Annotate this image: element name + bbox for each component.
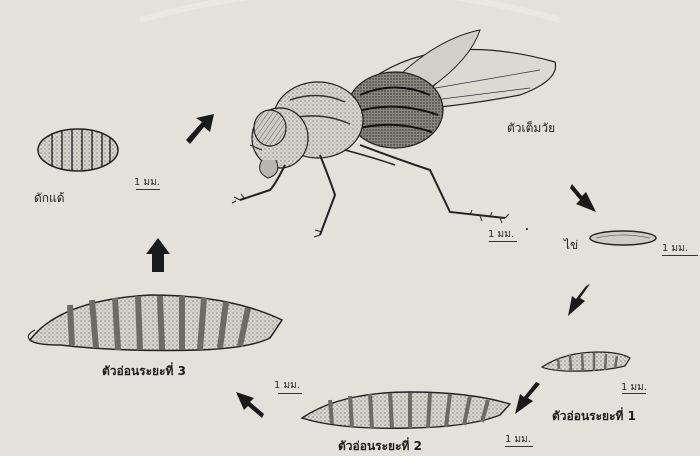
fly-eye — [254, 110, 286, 146]
label-pupa: ดักแด้ — [34, 189, 65, 208]
scale-bar-larva1 — [622, 393, 646, 394]
watermark-arc — [140, 0, 560, 20]
scale-bar-adult — [489, 241, 517, 242]
larva3-illustration — [28, 295, 282, 350]
label-egg: ไข่ — [564, 236, 578, 255]
arrow-larva2-to-larva3 — [236, 392, 264, 418]
scale-adult: 1 มม. — [488, 227, 514, 242]
label-larva3: ตัวอ่อนระยะที่ 3 — [102, 362, 186, 381]
pupa-illustration — [38, 129, 118, 171]
label-larva2: ตัวอ่อนระยะที่ 2 — [338, 437, 422, 456]
fly-leg-hind — [360, 145, 505, 218]
scale-pupa: 1 มม. — [134, 175, 160, 190]
label-adult: ตัวเต็มวัย — [507, 119, 555, 138]
arrow-egg-to-larva1 — [568, 284, 590, 316]
scale-bar-larva3 — [278, 393, 302, 394]
fly-leg-mid — [320, 155, 335, 235]
scale-bar-pupa — [136, 189, 160, 190]
scale-larva2: 1 มม. — [505, 432, 531, 447]
scale-larva3: 1 มม. — [274, 378, 300, 393]
scale-egg: 1 มม. — [662, 241, 688, 256]
larva1-illustration — [542, 352, 630, 371]
larva2-illustration — [302, 392, 510, 428]
label-larva1: ตัวอ่อนระยะที่ 1 — [552, 407, 636, 426]
egg-illustration — [590, 231, 656, 245]
arrow-larva3-to-pupa — [146, 238, 170, 272]
arrow-adult-to-egg — [570, 184, 596, 212]
scale-bar-egg — [662, 255, 698, 256]
scale-bar-larva2 — [505, 446, 533, 447]
arrow-larva1-to-larva2 — [515, 382, 540, 414]
arrow-pupa-to-adult — [186, 114, 214, 144]
dot-mark: . — [525, 222, 529, 233]
